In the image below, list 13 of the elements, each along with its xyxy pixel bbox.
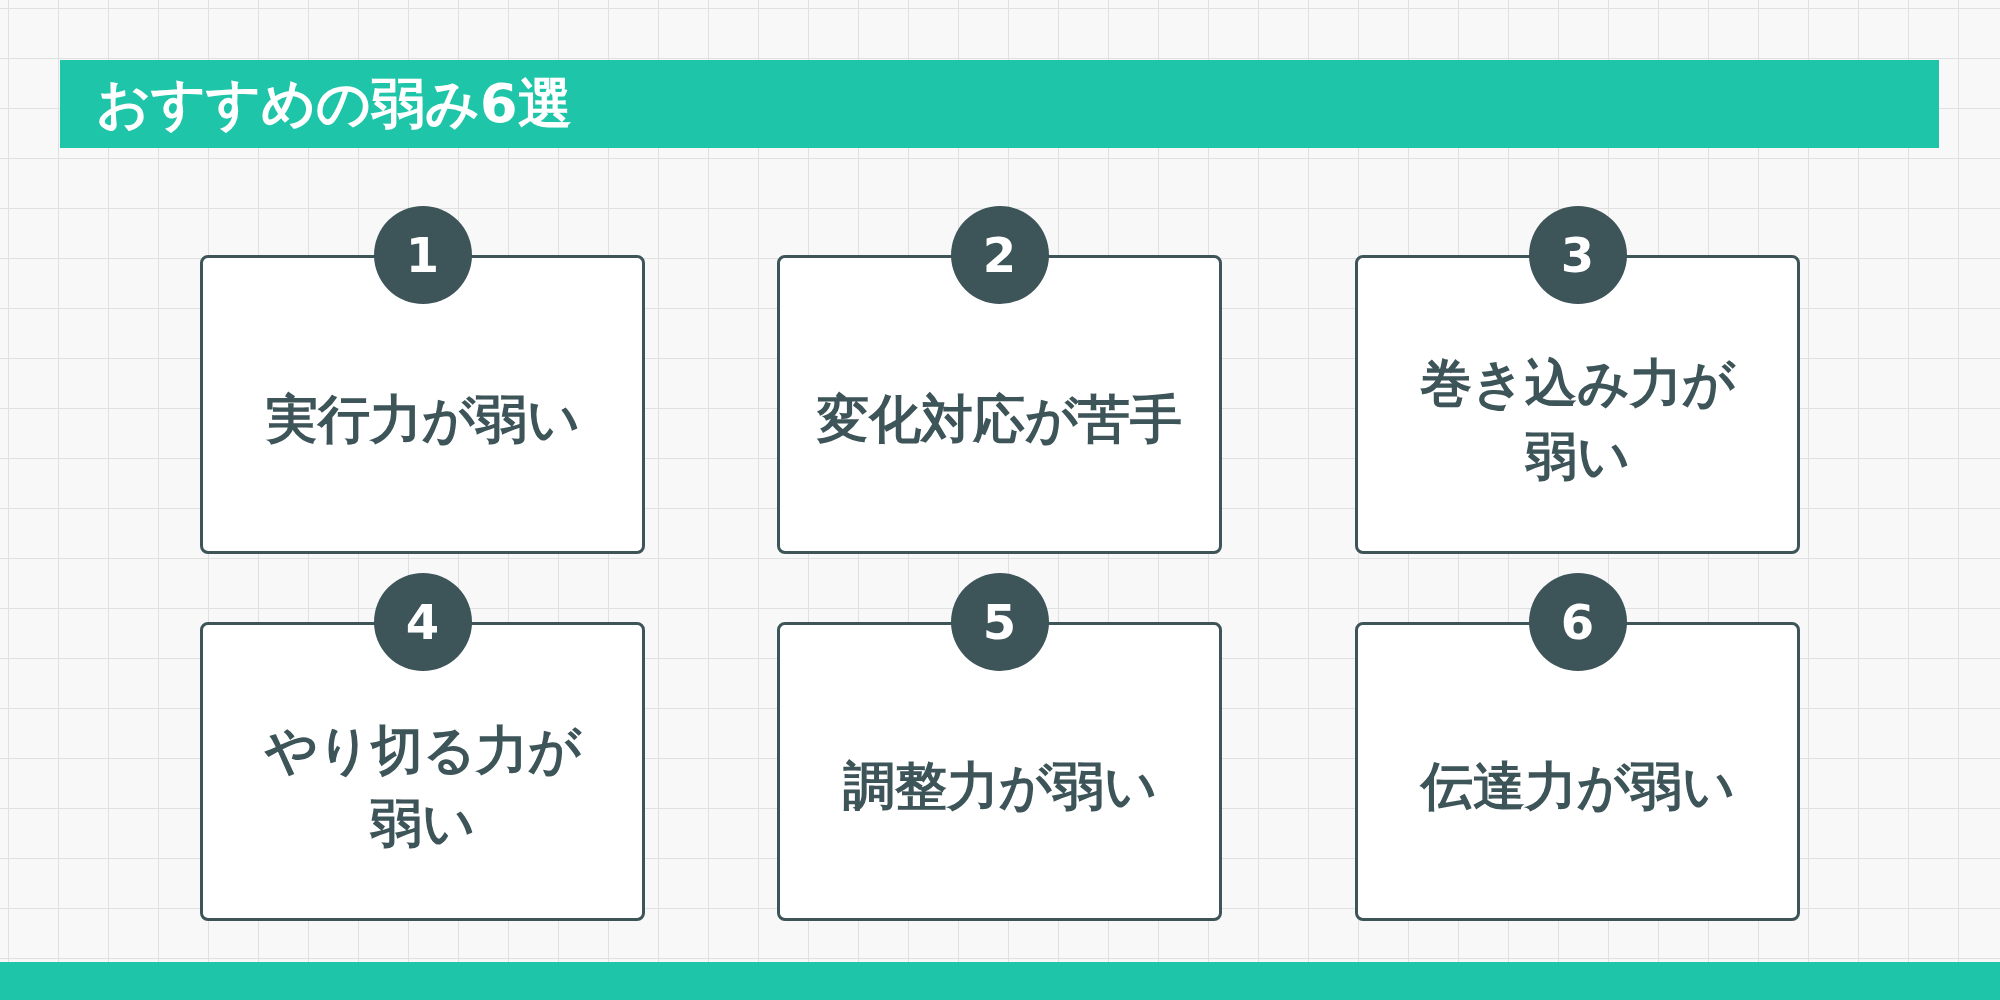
- step-number: 1: [405, 231, 440, 279]
- step-number: 6: [1560, 598, 1595, 646]
- step-number: 5: [982, 598, 1017, 646]
- step-number: 4: [405, 598, 440, 646]
- card-text: 伝達力が弱い: [1420, 755, 1735, 819]
- card-text: やり切る力が弱い: [263, 718, 583, 855]
- step-number: 2: [982, 231, 1017, 279]
- card-text: 変化対応が苦手: [817, 388, 1182, 452]
- card-text: 巻き込み力が弱い: [1419, 351, 1737, 488]
- card-text: 実行力が弱い: [265, 388, 580, 452]
- step-number: 3: [1560, 231, 1595, 279]
- card-text: 調整力が弱い: [842, 755, 1157, 819]
- title: おすすめの弱み6選: [96, 74, 572, 134]
